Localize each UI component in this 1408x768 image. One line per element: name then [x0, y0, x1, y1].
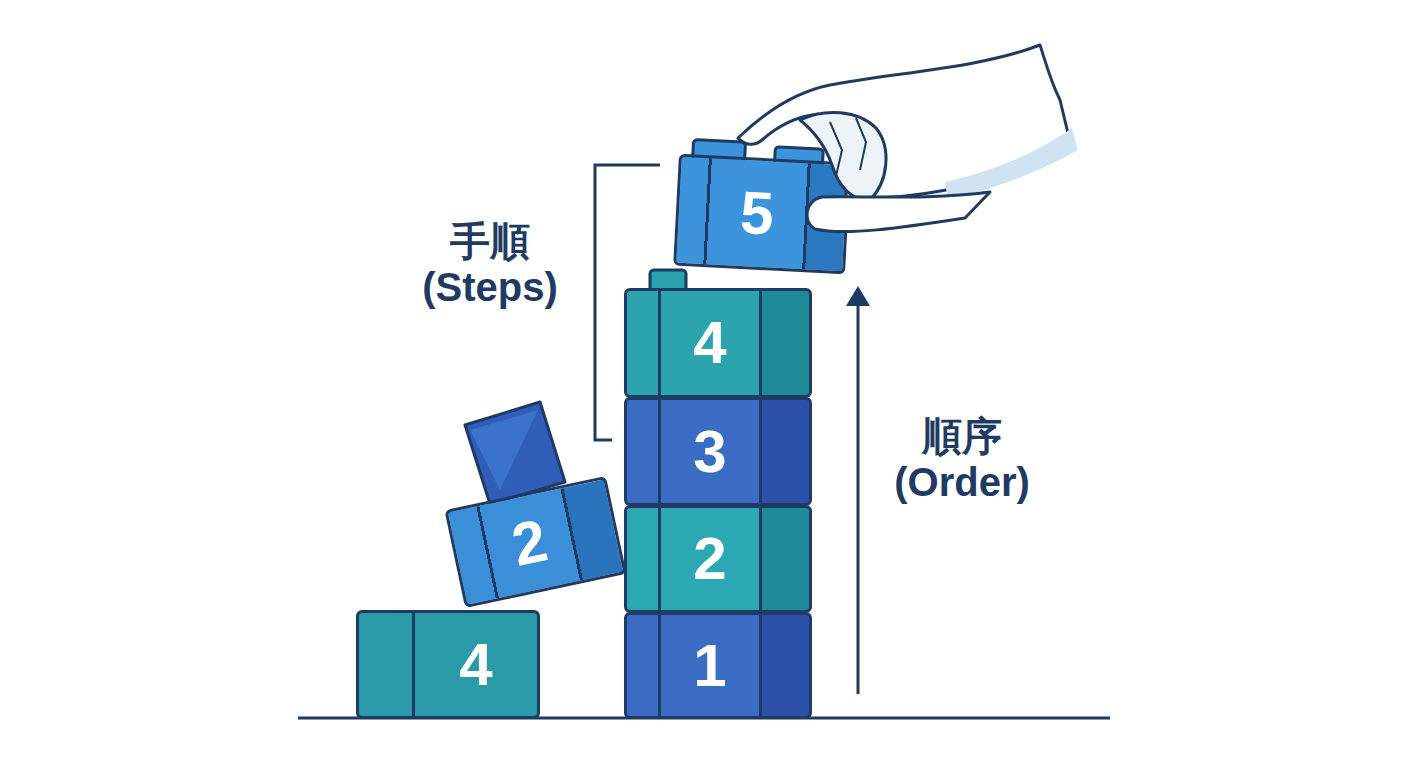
numbered-block: 4 [356, 610, 540, 719]
block-number: 4 [693, 313, 726, 373]
numbered-block: 2 [624, 505, 812, 613]
finger-lines [830, 118, 866, 176]
block-number: 3 [693, 422, 726, 482]
block-number: 4 [459, 635, 492, 695]
block-shading [470, 410, 538, 490]
thumb [807, 192, 990, 232]
block-number: 2 [507, 510, 552, 576]
numbered-block: 3 [624, 397, 812, 506]
block-number: 5 [739, 183, 775, 245]
hand [738, 45, 1072, 200]
sleeve [945, 128, 1078, 200]
order-arrow [857, 300, 860, 694]
numbered-block: 2 [444, 476, 626, 608]
numbered-block: 1 [624, 612, 812, 719]
arrow-head [846, 286, 870, 306]
steps-label: 手順 (Steps) [422, 218, 558, 310]
block-number: 2 [693, 529, 726, 589]
block-number: 1 [693, 636, 726, 696]
numbered-block: 4 [624, 288, 812, 398]
order-label: 順序 (Order) [894, 413, 1030, 505]
knuckles [800, 112, 886, 200]
